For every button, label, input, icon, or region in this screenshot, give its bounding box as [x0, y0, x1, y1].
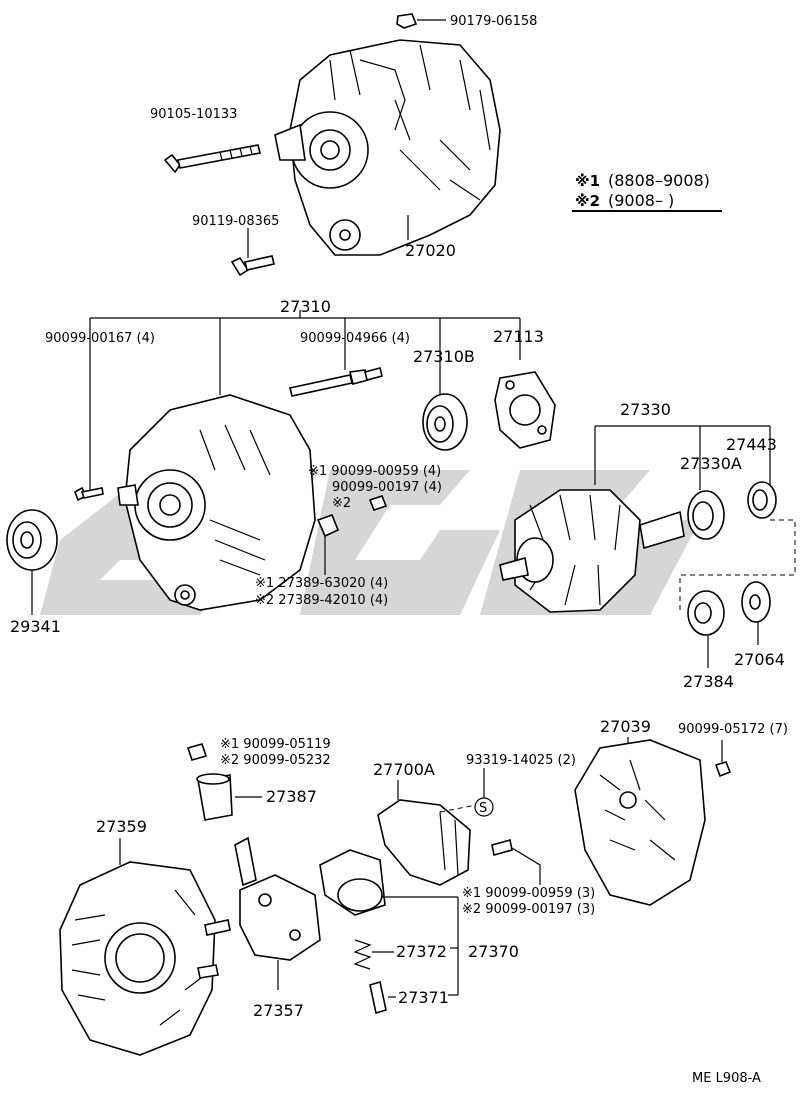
part-label-27389-63020: ※1 27389-63020 (4): [255, 576, 388, 591]
part-label-90099-00959-4: ※1 90099-00959 (4): [308, 464, 441, 479]
part-label-27330: 27330: [620, 400, 671, 419]
terminal-nut-icon: [186, 743, 208, 761]
part-label-90105-10133: 90105-10133: [150, 107, 237, 122]
screw-icon: [368, 495, 388, 511]
bearing-cover-icon: [747, 481, 777, 519]
washer-icon: [687, 590, 725, 636]
part-label-27372: 27372: [396, 942, 447, 961]
part-label-90099-00197-3: ※2 90099-00197 (3): [462, 902, 595, 917]
part-label-90179-06158: 90179-06158: [450, 14, 537, 29]
legend-mark-2: ※2: [575, 192, 600, 210]
part-label-27330A: 27330A: [680, 454, 742, 473]
part-label-29341: 29341: [10, 617, 61, 636]
part-label-27387: 27387: [266, 787, 317, 806]
alternator-assembly-icon: [274, 39, 501, 256]
pulley-collar-icon: [6, 509, 58, 571]
cover-nut-icon: [714, 761, 732, 778]
bearing-icon: [422, 393, 468, 451]
stud-bolt-icon: [289, 367, 383, 397]
rectifier-icon: [234, 836, 321, 961]
part-label-27310: 27310: [280, 297, 331, 316]
part-label-27357: 27357: [253, 1001, 304, 1020]
brush-spring-icon: [353, 939, 372, 970]
rotor-icon: [499, 489, 685, 613]
regulator-icon: [377, 799, 471, 886]
legend-mark-1: ※1: [575, 172, 600, 190]
rear-bearing-icon: [687, 490, 725, 540]
part-label-27039: 27039: [600, 717, 651, 736]
part-label-90119-08365: 90119-08365: [192, 214, 279, 229]
part-label-27700A: 27700A: [373, 760, 435, 779]
part-label-93319-14025: 93319-14025 (2): [466, 753, 576, 768]
diagram-code: ME L908-A: [692, 1071, 761, 1086]
part-label-90099-05172: 90099-05172 (7): [678, 722, 788, 737]
part-label-27389-42010: ※2 27389-42010 (4): [255, 593, 388, 608]
legend-text-1: (8808–9008): [608, 171, 710, 190]
part-label-s-mark: S: [479, 801, 487, 816]
nut-icon: [396, 13, 418, 29]
insulator-icon: [316, 513, 340, 538]
part-label-27384: 27384: [683, 672, 734, 691]
brush-holder-icon: [319, 849, 386, 916]
part-label-27443: 27443: [726, 435, 777, 454]
part-label-27370: 27370: [468, 942, 519, 961]
part-label-90099-05119: ※1 90099-05119: [220, 737, 331, 752]
short-bolt-icon: [230, 255, 275, 277]
rear-cover-icon: [574, 739, 706, 906]
rear-end-frame-icon: [59, 861, 231, 1056]
small-bolt-icon: [74, 486, 104, 502]
part-label-90099-00959-3: ※1 90099-00959 (3): [462, 886, 595, 901]
regulator-screw-icon: [491, 838, 513, 857]
part-label-90099-05232: ※2 90099-05232: [220, 753, 331, 768]
part-label-s2-mark: ※2: [332, 496, 351, 511]
legend-text-2: (9008– ): [608, 191, 674, 210]
terminal-insulator-icon: [196, 773, 233, 821]
part-label-27020: 27020: [405, 241, 456, 260]
part-label-90099-00197-4: 90099-00197 (4): [332, 480, 442, 495]
part-label-27310B: 27310B: [413, 347, 475, 366]
part-label-27359: 27359: [96, 817, 147, 836]
legend-box: ※1 (8808–9008) ※2 (9008– ): [572, 171, 722, 212]
part-label-90099-00167: 90099-00167 (4): [45, 331, 155, 346]
retainer-plate-icon: [494, 371, 556, 449]
brush-icon: [369, 980, 387, 1015]
part-label-90099-04966: 90099-04966 (4): [300, 331, 410, 346]
long-bolt-icon: [163, 144, 261, 174]
drive-end-frame-icon: [117, 394, 316, 611]
part-label-27113: 27113: [493, 327, 544, 346]
part-label-27064: 27064: [734, 650, 785, 669]
spacer-icon: [741, 581, 771, 623]
part-label-27371: 27371: [398, 988, 449, 1007]
